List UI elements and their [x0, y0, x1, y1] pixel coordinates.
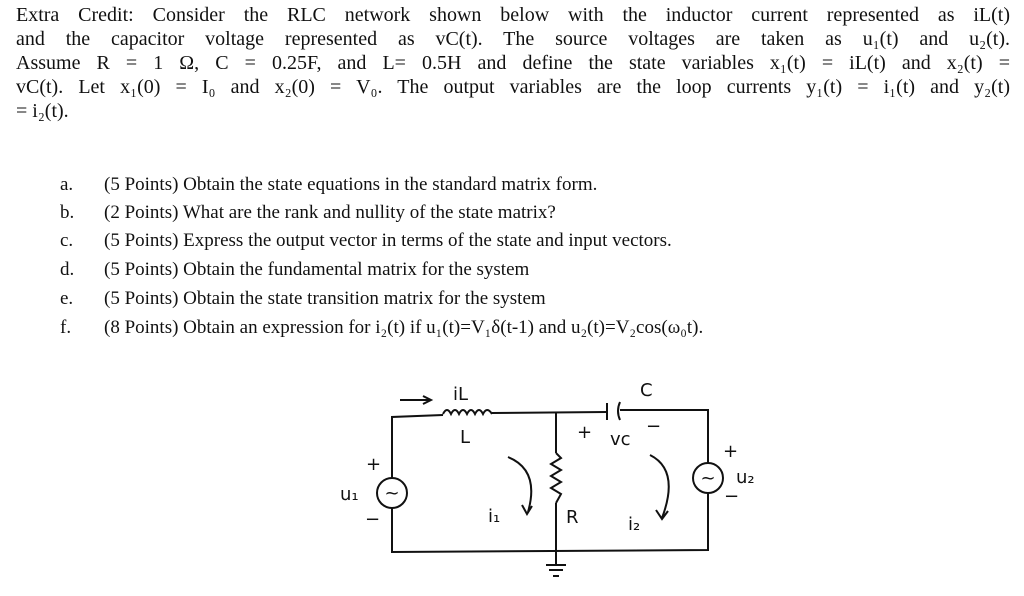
part-a: a. (5 Points) Obtain the state equations …	[60, 174, 597, 196]
vc-plus: +	[577, 422, 592, 443]
source-1	[376, 477, 408, 509]
u2-minus: −	[724, 486, 739, 507]
part-text: (5 Points) Obtain the state equations in…	[104, 174, 598, 195]
current-arrow	[400, 395, 434, 405]
label-vc: vc	[610, 429, 631, 450]
part-c: c. (5 Points) Express the output vector i…	[60, 230, 672, 252]
problem-line-4: vC(t). Let x₁(0) = I₀ and x₂(0) = V₀. Th…	[16, 76, 1010, 98]
part-text: (5 Points) Obtain the fundamental matrix…	[104, 259, 530, 280]
label-r: R	[566, 507, 579, 528]
part-d: d. (5 Points) Obtain the fundamental matr…	[60, 259, 529, 281]
label-i2: i₂	[628, 514, 640, 535]
label-u1: u₁	[340, 484, 359, 505]
part-text: (8 Points) Obtain an expression for i₂(t…	[104, 317, 704, 338]
inductor	[442, 409, 493, 417]
part-label: b.	[60, 202, 75, 223]
problem-line-2: and the capacitor voltage represented as…	[16, 28, 1010, 50]
loop-1-arrow	[507, 456, 533, 516]
part-label: a.	[60, 174, 74, 195]
label-i1: i₁	[488, 506, 500, 527]
part-f: f. (8 Points) Obtain an expression for i₂…	[60, 317, 703, 339]
source-1-ac-icon: ~	[384, 483, 399, 504]
wires	[391, 409, 709, 565]
capacitor	[606, 401, 621, 421]
ground-icon	[546, 564, 566, 577]
label-c: C	[640, 380, 653, 401]
part-text: (5 Points) Obtain the state transition m…	[104, 288, 546, 309]
part-label: c.	[60, 230, 74, 251]
label-il: iL	[453, 384, 468, 405]
u2-plus: +	[723, 441, 738, 462]
problem-line-1: Extra Credit: Consider the RLC network s…	[16, 4, 1010, 26]
u1-minus: −	[365, 509, 380, 530]
part-label: d.	[60, 259, 75, 280]
loop-2-arrow	[649, 454, 670, 521]
problem-line-3: Assume R = 1 Ω, C = 0.25F, and L= 0.5H a…	[16, 52, 1010, 74]
part-e: e. (5 Points) Obtain the state transition…	[60, 288, 546, 310]
part-b: b. (2 Points) What are the rank and nulli…	[60, 202, 556, 224]
label-u2: u₂	[736, 467, 755, 488]
vc-minus: −	[646, 416, 661, 437]
resistor	[549, 452, 563, 504]
source-2	[692, 462, 724, 494]
problem-line-5: = i₂(t).	[16, 100, 69, 122]
part-label: e.	[60, 288, 74, 309]
source-2-ac-icon: ~	[700, 468, 715, 489]
label-l: L	[460, 427, 470, 448]
u1-plus: +	[366, 454, 381, 475]
part-label: f.	[60, 317, 72, 338]
part-text: (5 Points) Express the output vector in …	[104, 230, 672, 251]
part-text: (2 Points) What are the rank and nullity…	[104, 202, 556, 223]
